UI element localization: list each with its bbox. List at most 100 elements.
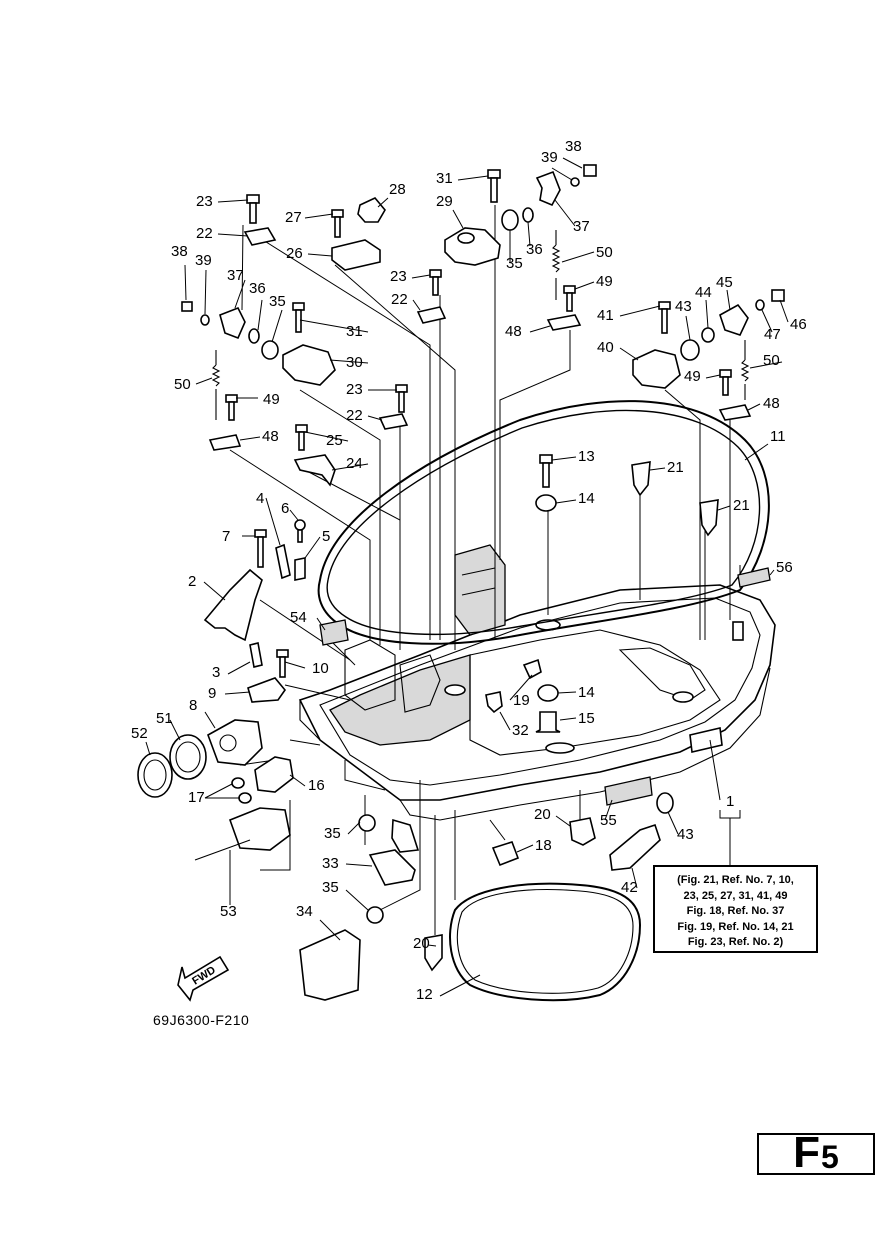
callout-23-lower: 23 <box>346 381 363 398</box>
callout-8: 8 <box>189 697 197 714</box>
callout-17: 17 <box>188 789 205 806</box>
bolt-46 <box>771 289 785 302</box>
callout-14-lower: 14 <box>578 684 595 701</box>
callout-12: 12 <box>416 986 433 1003</box>
bolt-27 <box>331 209 344 238</box>
washer-39-top <box>570 177 580 187</box>
callout-23-middle: 23 <box>390 268 407 285</box>
callout-21-top: 21 <box>667 459 684 476</box>
clip-28 <box>357 197 386 223</box>
bottom-cowling <box>298 544 776 821</box>
callout-24: 24 <box>346 455 363 472</box>
pin-3 <box>249 642 263 668</box>
bolt-31-left <box>292 302 305 333</box>
callout-39-top: 39 <box>541 149 558 166</box>
callout-5: 5 <box>322 528 330 545</box>
grommet-43-lower <box>656 792 674 814</box>
bracket-9 <box>247 677 287 703</box>
bolt-38-left <box>181 301 193 312</box>
callout-35-lower: 35 <box>324 825 341 842</box>
clip-37-left <box>219 306 246 340</box>
callout-37-left: 37 <box>227 267 244 284</box>
clip-5 <box>294 557 306 581</box>
callout-23-upper-left: 23 <box>196 193 213 210</box>
clip-17b <box>238 792 252 804</box>
callout-20-right: 20 <box>534 806 551 823</box>
bolt-38-top <box>583 164 597 177</box>
washer-47 <box>755 299 765 311</box>
callout-48-right: 48 <box>763 395 780 412</box>
callout-54: 54 <box>290 609 307 626</box>
figure-badge: F 5 <box>757 1131 875 1175</box>
grommet-14-top <box>535 494 557 512</box>
callout-38-left: 38 <box>171 243 188 260</box>
grommet-35-bottom <box>366 906 384 924</box>
bolt-25 <box>295 424 308 451</box>
fwd-arrow-icon <box>177 955 230 1002</box>
leader-lines <box>229 205 741 935</box>
callout-labels: 1 2 3 4 5 6 7 8 9 10 11 12 13 14 14 15 1… <box>131 138 807 1003</box>
callout-6: 6 <box>281 500 289 517</box>
screw-19 <box>522 658 542 680</box>
grommet-35-left <box>261 340 279 360</box>
callout-41: 41 <box>597 307 614 324</box>
callout-44: 44 <box>695 284 712 301</box>
plate-48-top <box>546 314 582 331</box>
callout-53: 53 <box>220 903 237 920</box>
note-line-2: 23, 25, 27, 31, 41, 49 <box>683 889 788 902</box>
bracket-26 <box>331 239 381 271</box>
bolt-31-top <box>487 169 501 203</box>
plug-32 <box>485 691 503 714</box>
callout-38-top: 38 <box>565 138 582 155</box>
note-line-4: Fig. 19, Ref. No. 14, 21 <box>677 920 794 933</box>
callout-50-top: 50 <box>596 244 613 261</box>
holder-40 <box>632 349 681 389</box>
callout-35-bottom: 35 <box>322 879 339 896</box>
callout-16: 16 <box>308 777 325 794</box>
bolt-13 <box>539 454 553 488</box>
clip-45 <box>719 303 749 336</box>
plate-22-upper-left <box>243 227 277 246</box>
callout-22-upper-left: 22 <box>196 225 213 242</box>
callout-39-left: 39 <box>195 252 212 269</box>
callout-49-top: 49 <box>596 273 613 290</box>
reference-note-box: (Fig. 21, Ref. No. 7, 10, 23, 25, 27, 31… <box>653 865 818 953</box>
callout-19: 19 <box>513 692 530 709</box>
callout-49-right: 49 <box>684 368 701 385</box>
lever-42 <box>609 823 661 871</box>
bolt-49-right <box>719 369 732 396</box>
lever-2 <box>203 568 263 642</box>
callout-22-lower: 22 <box>346 407 363 424</box>
callout-37-top: 37 <box>573 218 590 235</box>
callout-11: 11 <box>770 428 786 445</box>
collar-15 <box>535 711 561 733</box>
holder-30 <box>282 344 336 386</box>
cover-34 <box>299 929 361 1001</box>
callout-34: 34 <box>296 903 313 920</box>
cable-tie-53 <box>228 807 291 851</box>
callout-36-top: 36 <box>526 241 543 258</box>
grommet-35-top <box>501 209 519 231</box>
plate-22-middle <box>416 306 447 324</box>
callout-55: 55 <box>600 812 617 829</box>
clamp-52 <box>137 752 173 798</box>
callout-14-top: 14 <box>578 490 595 507</box>
callout-49-left: 49 <box>263 391 280 408</box>
grommet-18 <box>491 841 520 867</box>
callout-13: 13 <box>578 448 595 465</box>
clip-37-top <box>535 170 561 207</box>
callout-28: 28 <box>389 181 406 198</box>
damper-20-right <box>569 817 596 846</box>
washer-36-top <box>522 207 534 223</box>
rod-4 <box>275 543 291 580</box>
spring-50-left <box>211 350 221 420</box>
cover-33 <box>368 849 416 886</box>
callout-26: 26 <box>286 245 303 262</box>
callout-9: 9 <box>208 685 216 702</box>
callout-3: 3 <box>212 664 220 681</box>
connector-8 <box>207 719 263 766</box>
note-line-5: Fig. 23, Ref. No. 2) <box>687 936 784 948</box>
label-54 <box>319 619 349 646</box>
callout-35-top: 35 <box>506 255 523 272</box>
